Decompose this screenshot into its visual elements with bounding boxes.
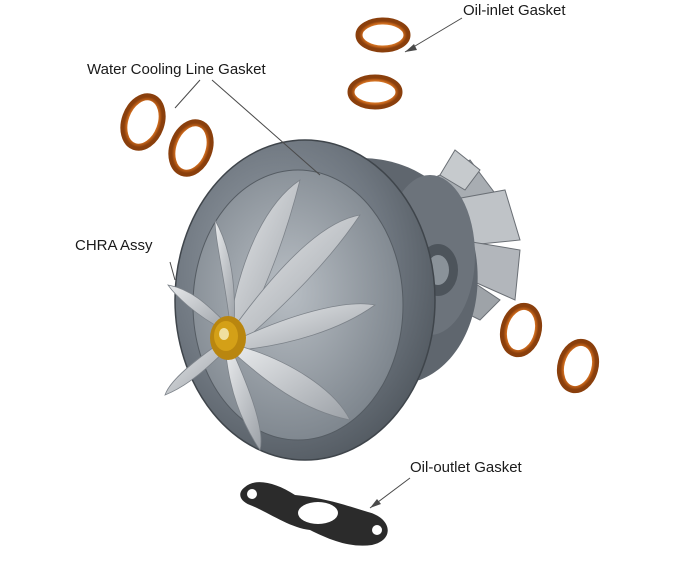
compressor-wheel xyxy=(164,179,376,451)
chra-flange xyxy=(174,139,436,461)
label-water-cooling-line-gasket: Water Cooling Line Gasket xyxy=(87,61,266,78)
label-chra-assy: CHRA Assy xyxy=(75,237,153,254)
oil-outlet-flat-gasket xyxy=(240,482,388,546)
oil-outlet-ring-lower xyxy=(556,338,600,394)
leader-chra xyxy=(169,261,176,281)
shaft-nut xyxy=(210,316,246,360)
leader-water-cooling-right xyxy=(211,79,321,176)
oil-inlet-gasket-bottom xyxy=(347,74,403,110)
water-cooling-gasket-right xyxy=(168,119,214,177)
leader-water-cooling-left xyxy=(174,79,201,109)
oil-inlet-gasket-top xyxy=(355,17,411,53)
label-oil-inlet-gasket: Oil-inlet Gasket xyxy=(463,2,566,19)
oil-outlet-ring-upper xyxy=(499,302,543,358)
leader-lines xyxy=(169,17,463,509)
water-cooling-gasket-left xyxy=(120,93,166,151)
label-oil-outlet-gasket: Oil-outlet Gasket xyxy=(410,459,522,476)
